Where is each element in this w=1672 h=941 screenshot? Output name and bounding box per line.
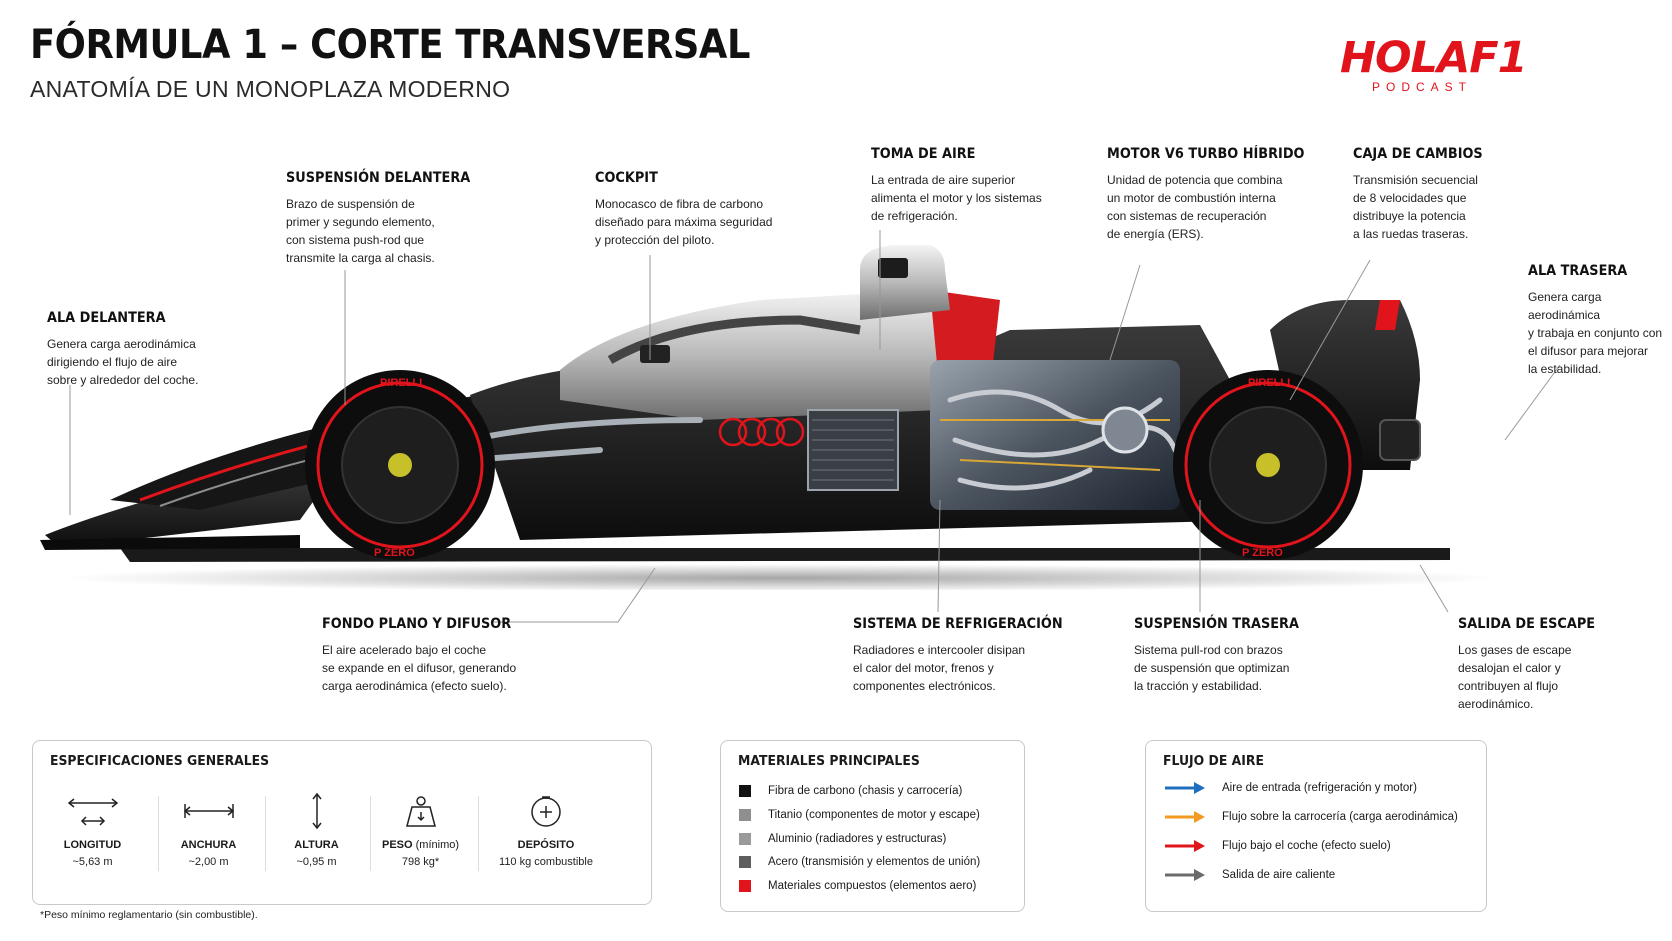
spec-value: 798 kg* [401,856,440,868]
spec-label: PESO [381,839,413,851]
material-swatch [739,880,751,892]
front-wheel [305,370,495,560]
specs-title: ESPECIFICACIONES GENERALES [50,753,270,769]
front-tyre-model: P ZERO [374,547,415,559]
callout-title: SUSPENSIÓN TRASERA [1134,616,1299,632]
holaf1-logo: HOLAF1 [1340,33,1528,83]
fuel-tank-icon [481,791,611,831]
material-swatch [739,809,751,821]
callout-rear-wing: ALA TRASERA Genera carga aerodinámica y … [1528,263,1668,378]
rear-tyre-brand: PIRELLI [1248,377,1290,389]
specs-panel: ESPECIFICACIONES GENERALES LONGITUD ~5,6… [32,740,652,905]
spec-label: ALTURA [294,839,339,851]
airflow-item: Aire de entrada (refrigeración y motor) [1164,781,1417,795]
spec-fuel: DEPÓSITO 110 kg combustible [481,791,611,868]
material-swatch [739,785,751,797]
callout-text: Sistema pull-rod con brazos de suspensió… [1134,643,1290,693]
length-arrows-icon [45,791,140,831]
exhaust-outlet [1379,419,1421,461]
height-arrow-icon [269,791,364,831]
callout-text: Genera carga aerodinámica y trabaja en c… [1528,290,1663,376]
callout-front-wing: ALA DELANTERA Genera carga aerodinámica … [47,310,287,389]
callout-text: Radiadores e intercooler disipan el calo… [853,643,1026,693]
callout-text: Monocasco de fibra de carbono diseñado p… [595,197,773,247]
width-arrow-icon [161,791,256,831]
body-rings-logo [718,417,805,447]
airflow-panel: FLUJO DE AIRE Aire de entrada (refrigera… [1145,740,1487,912]
weight-icon [373,791,468,831]
callout-title: ALA DELANTERA [47,310,166,326]
callout-title: MOTOR V6 TURBO HÍBRIDO [1107,146,1305,162]
material-swatch [739,856,751,868]
callout-floor-diffuser: FONDO PLANO Y DIFUSOR El aire acelerado … [322,616,562,695]
airflow-title: FLUJO DE AIRE [1163,753,1264,769]
materials-panel: MATERIALES PRINCIPALES Fibra de carbono … [720,740,1025,912]
spec-value: ~2,00 m [188,856,229,868]
gray-arrow-icon [1165,869,1205,881]
callout-title: SUSPENSIÓN DELANTERA [286,170,471,186]
callout-text: Transmisión secuencial de 8 velocidades … [1353,173,1478,241]
engine-cover [560,290,980,420]
logo-podcast-label: PODCAST [1372,80,1473,94]
spec-label: LONGITUD [63,839,122,851]
airflow-item: Salida de aire caliente [1164,868,1335,882]
spec-length: LONGITUD ~5,63 m [45,791,140,868]
spec-label: DEPÓSITO [517,839,575,851]
page-subtitle: ANATOMÍA DE UN MONOPLAZA MODERNO [30,76,511,102]
callout-air-intake: TOMA DE AIRE La entrada de aire superior… [871,146,1111,225]
spec-height: ALTURA ~0,95 m [269,791,364,868]
callout-title: FONDO PLANO Y DIFUSOR [322,616,512,632]
airflow-item: Flujo bajo el coche (efecto suelo) [1164,839,1391,853]
callout-text: La entrada de aire superior alimenta el … [871,173,1042,223]
callout-title: ALA TRASERA [1528,263,1628,279]
rear-tyre-model: P ZERO [1242,547,1283,559]
callout-cooling: SISTEMA DE REFRIGERACIÓN Radiadores e in… [853,616,1093,695]
material-item: Fibra de carbono (chasis y carrocería) [739,785,962,797]
halo [607,315,861,364]
material-item: Aluminio (radiadores y estructuras) [739,833,946,845]
callout-rear-suspension: SUSPENSIÓN TRASERA Sistema pull-rod con … [1134,616,1374,695]
callout-title: COCKPIT [595,170,658,186]
orange-arrow-icon [1165,811,1205,823]
callout-title: TOMA DE AIRE [871,146,976,162]
spec-value: 110 kg combustible [499,856,593,868]
callout-text: Brazo de suspensión de primer y segundo … [286,197,435,265]
spec-value: ~0,95 m [296,856,337,868]
callout-text: Unidad de potencia que combina un motor … [1107,173,1283,241]
spec-weight: PESO (mínimo) 798 kg* [373,791,468,868]
callout-engine: MOTOR V6 TURBO HÍBRIDO Unidad de potenci… [1107,146,1347,243]
callout-title: CAJA DE CAMBIOS [1353,146,1483,162]
rear-wheel [1173,370,1363,560]
material-swatch [739,833,751,845]
material-item: Acero (transmisión y elementos de unión) [739,856,980,868]
spec-value: ~5,63 m [72,856,113,868]
callout-title: SISTEMA DE REFRIGERACIÓN [853,616,1063,632]
car-shadow [60,564,1500,590]
callout-title: SALIDA DE ESCAPE [1458,616,1596,632]
callout-front-suspension: SUSPENSIÓN DELANTERA Brazo de suspensión… [286,170,526,267]
spec-label: ANCHURA [180,839,237,851]
material-item: Materiales compuestos (elementos aero) [739,880,976,892]
callout-text: Genera carga aerodinámica dirigiendo el … [47,337,199,387]
red-arrow-icon [1165,840,1205,852]
callout-text: Los gases de escape desalojan el calor y… [1458,643,1572,711]
callout-cockpit: COCKPIT Monocasco de fibra de carbono di… [595,170,835,249]
materials-title: MATERIALES PRINCIPALES [738,753,920,769]
callout-gearbox: CAJA DE CAMBIOS Transmisión secuencial d… [1353,146,1593,243]
page-title: FÓRMULA 1 – CORTE TRANSVERSAL [30,22,750,68]
spec-label-extra: (mínimo) [412,839,460,851]
front-tyre-brand: PIRELLI [380,377,422,389]
engine-block [930,360,1180,510]
blue-arrow-icon [1165,782,1205,794]
material-item: Titanio (componentes de motor y escape) [739,809,980,821]
callout-exhaust: SALIDA DE ESCAPE Los gases de escape des… [1458,616,1658,713]
car-floor [120,548,1450,562]
callout-text: El aire acelerado bajo el coche se expan… [322,643,517,693]
specs-footnote: *Peso mínimo reglamentario (sin combusti… [40,909,258,921]
f1-car-illustration: PIRELLI PIRELLI P ZERO P ZERO [40,245,1500,590]
spec-width: ANCHURA ~2,00 m [161,791,256,868]
airflow-item: Flujo sobre la carrocería (carga aerodin… [1164,810,1458,824]
